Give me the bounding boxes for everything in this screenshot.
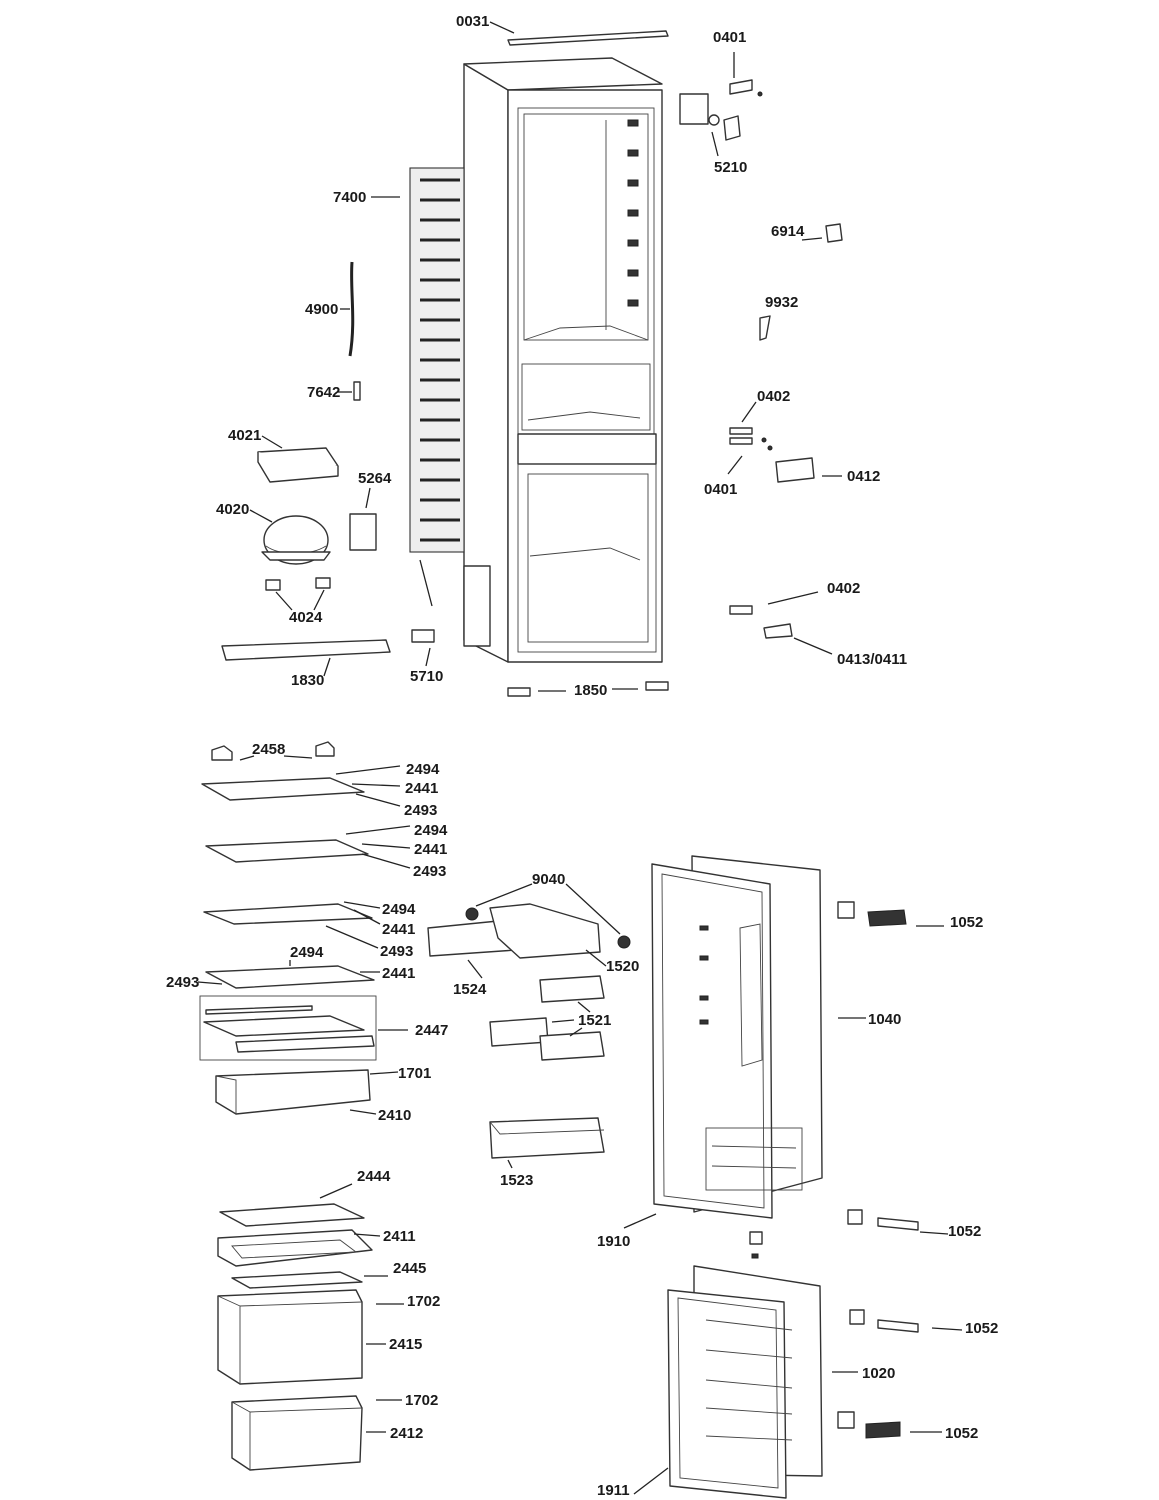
relay-box-part [349, 487, 377, 551]
glass-shelf-2 [205, 825, 411, 869]
label-5264: 5264 [358, 470, 392, 487]
label-2411: 2411 [383, 1228, 416, 1245]
label-2458: 2458 [252, 741, 285, 758]
bottom-drawer-part [231, 1395, 402, 1471]
label-1040: 1040 [868, 1011, 901, 1028]
label-1052-4: 1052 [945, 1425, 978, 1442]
label-4021: 4021 [228, 427, 261, 444]
label-2412: 2412 [390, 1425, 423, 1442]
drawer-cover-glass [219, 1183, 365, 1227]
label-1911: 1911 [597, 1482, 630, 1499]
label-2494-1: 2494 [406, 761, 440, 778]
label-0413-0411: 0413/0411 [837, 651, 907, 668]
label-1523: 1523 [500, 1172, 533, 1189]
label-1702-2: 1702 [405, 1392, 438, 1409]
leveling-feet-part [507, 681, 669, 697]
label-2493-3: 2493 [380, 943, 413, 960]
label-1520: 1520 [606, 958, 639, 975]
label-0031: 0031 [456, 13, 489, 30]
label-2445: 2445 [393, 1260, 426, 1277]
label-5710: 5710 [410, 668, 443, 685]
label-2493-4: 2493 [166, 974, 199, 991]
bottle-balcony-part [489, 1117, 605, 1169]
door-icon [623, 855, 866, 1229]
door-handle-hinge-part [837, 901, 963, 1439]
screw-part [759, 315, 771, 341]
label-2444: 2444 [357, 1168, 391, 1185]
glass-shelf-icon [201, 765, 401, 807]
refrigerator-cabinet-icon [463, 57, 663, 663]
freezer-door-part [633, 1265, 858, 1499]
label-2494-4: 2494 [290, 944, 324, 961]
label-4900: 4900 [305, 301, 338, 318]
label-2415: 2415 [389, 1336, 422, 1353]
label-1052-1: 1052 [950, 914, 983, 931]
label-2441-1: 2441 [405, 780, 438, 797]
power-cord-part [340, 261, 355, 357]
label-1521: 1521 [578, 1012, 611, 1029]
drawer-frame-part [217, 1229, 381, 1267]
bottom-hinge-part [729, 591, 833, 655]
thermostat-part [679, 93, 741, 157]
label-2410: 2410 [378, 1107, 411, 1124]
label-7400: 7400 [333, 189, 366, 206]
label-1020: 1020 [862, 1365, 895, 1382]
label-1830: 1830 [291, 672, 324, 689]
door-balcony-icon [427, 883, 631, 979]
label-2493-1: 2493 [404, 802, 437, 819]
label-2441-4: 2441 [382, 965, 415, 982]
label-2494-2: 2494 [414, 822, 448, 839]
rubber-feet-part [265, 577, 331, 611]
label-0402-mid: 0402 [757, 388, 790, 405]
label-0401-top: 0401 [713, 29, 746, 46]
label-2447: 2447 [415, 1022, 448, 1039]
label-9932: 9932 [765, 294, 798, 311]
hinge-icon [729, 52, 763, 97]
middle-hinge-part [727, 401, 842, 483]
label-9040: 9040 [532, 871, 565, 888]
shelf-assembly-part [199, 995, 408, 1061]
small-balcony-part [489, 975, 605, 1061]
label-6914: 6914 [771, 223, 805, 240]
label-1052-2: 1052 [948, 1223, 981, 1240]
label-1702-1: 1702 [407, 1293, 440, 1310]
drawer-divider-part [231, 1271, 388, 1289]
clip-part [338, 381, 361, 401]
condenser-coil-icon [371, 167, 465, 553]
glass-shelf-4 [197, 960, 380, 989]
label-7642: 7642 [307, 384, 340, 401]
top-trim-part [489, 21, 669, 46]
lamp-cover-part [801, 223, 843, 243]
shelf-support-part [211, 741, 335, 761]
part-labels: 0031 0401 5210 7400 6914 9932 4900 7642 … [166, 13, 998, 1499]
label-1701: 1701 [398, 1065, 431, 1082]
base-plate-part [221, 639, 391, 677]
label-5210: 5210 [714, 159, 747, 176]
label-4020: 4020 [216, 501, 249, 518]
glass-shelf-3 [203, 901, 381, 949]
label-2441-3: 2441 [382, 921, 415, 938]
label-1850: 1850 [574, 682, 607, 699]
label-0401-mid: 0401 [704, 481, 737, 498]
door-stop-part [749, 1231, 763, 1259]
label-1052-3: 1052 [965, 1320, 998, 1337]
label-0412: 0412 [847, 468, 880, 485]
label-2441-2: 2441 [414, 841, 447, 858]
label-2493-2: 2493 [413, 863, 446, 880]
label-1524: 1524 [453, 981, 487, 998]
label-4024: 4024 [289, 609, 323, 626]
compressor-icon [249, 509, 331, 565]
label-1910: 1910 [597, 1233, 630, 1250]
valve-part [411, 559, 435, 667]
drip-tray-part [257, 435, 339, 483]
label-2494-3: 2494 [382, 901, 416, 918]
label-0402-bottom: 0402 [827, 580, 860, 597]
large-drawer-part [217, 1289, 404, 1385]
crisper-drawer-icon [215, 1069, 399, 1115]
